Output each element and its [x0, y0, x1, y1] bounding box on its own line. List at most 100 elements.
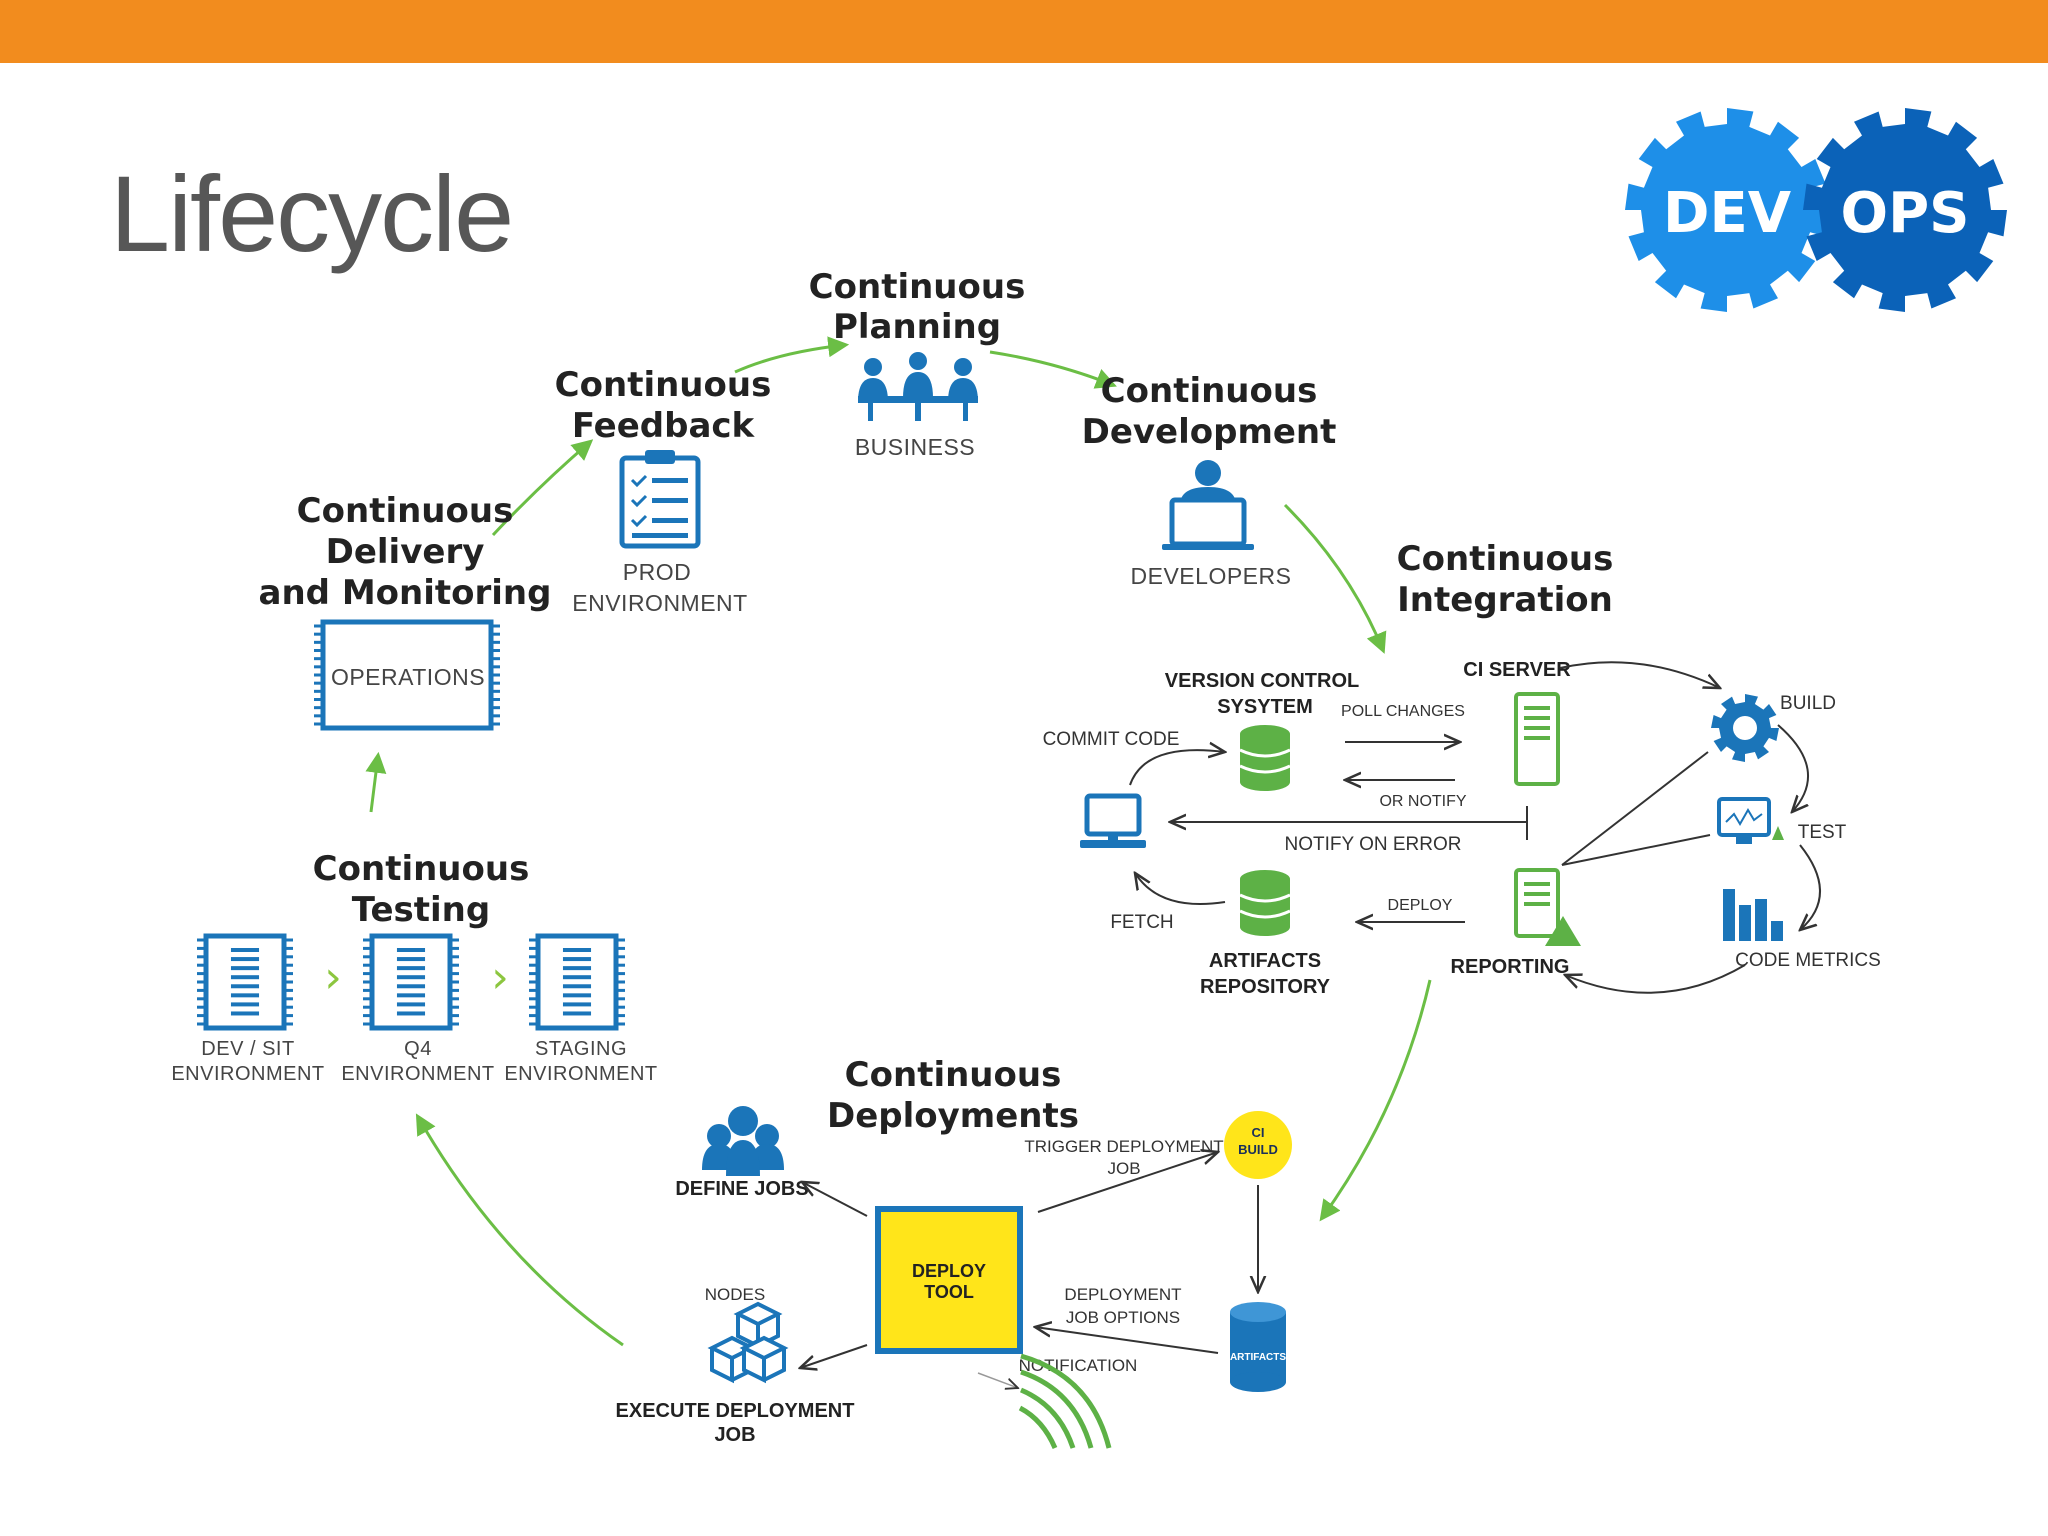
arrow-build-to-test — [1777, 724, 1809, 812]
stage-delivery: Continuous Delivery and Monitoring OPERA… — [259, 491, 552, 731]
deploy-tool-label-1: DEPLOY — [912, 1261, 986, 1281]
arrow-metrics-to-reporting — [1565, 964, 1746, 994]
deploy-tool-box: DEPLOY TOOL — [875, 1206, 1023, 1354]
trigger-deployment-label-2: JOB — [1107, 1159, 1140, 1178]
ci-build-label-2: BUILD — [1238, 1142, 1278, 1157]
code-metrics-bar-icon — [1723, 889, 1783, 941]
stage-development: Continuous Development DEVELOPERS — [1082, 371, 1337, 589]
deployment-arrows — [800, 1152, 1258, 1388]
stage-feedback: Continuous Feedback PROD ENVIRONMENT — [555, 365, 772, 616]
cycle-arrows — [365, 336, 1432, 1347]
testing-title-1: Continuous — [313, 849, 530, 889]
logo-dev-text: DEV — [1663, 181, 1792, 246]
job-options-label-2: JOB OPTIONS — [1066, 1308, 1180, 1327]
artifacts-label-2: REPOSITORY — [1200, 976, 1331, 998]
nodes-cubes-icon — [707, 1301, 789, 1384]
arrow-trigger-deployment — [1037, 1152, 1218, 1213]
define-jobs-people-icon — [702, 1106, 784, 1176]
environment-chip-icon — [363, 933, 459, 1031]
development-title-1: Continuous — [1101, 371, 1318, 411]
deploy-tool-label-2: TOOL — [924, 1282, 974, 1302]
artifacts-cylinder-label: ARTIFACTS — [1230, 1352, 1286, 1363]
env-q4-line1: Q4 — [404, 1038, 432, 1060]
business-meeting-icon — [858, 352, 978, 421]
or-notify-label: OR NOTIFY — [1379, 793, 1466, 810]
code-metrics-label: CODE METRICS — [1735, 950, 1881, 971]
developer-computer-icon — [1080, 793, 1146, 848]
stage-deployments: Continuous Deployments DEFINE JOBS DEPLO… — [616, 1055, 1292, 1450]
arrow-testing-to-delivery — [365, 751, 387, 813]
feedback-title-2: Feedback — [572, 406, 756, 446]
integration-title-1: Continuous — [1397, 539, 1614, 579]
arrow-to-define-jobs — [802, 1182, 868, 1217]
logo-ops-text: OPS — [1841, 181, 1970, 246]
delivery-title-2: Delivery — [326, 532, 485, 572]
deployments-title-2: Deployments — [827, 1096, 1079, 1136]
arrow-job-options — [1035, 1327, 1219, 1354]
arrow-development-to-integration — [1283, 503, 1387, 654]
artifacts-label-1: ARTIFACTS — [1209, 950, 1321, 972]
arrow-fetch — [1135, 873, 1226, 906]
ci-build-badge: CI BUILD — [1224, 1111, 1292, 1179]
version-control-label-1: VERSION CONTROL — [1165, 670, 1359, 692]
version-control-database-icon — [1239, 725, 1291, 791]
delivery-title-3: and Monitoring — [259, 573, 552, 613]
page-title: Lifecycle — [110, 153, 514, 274]
env-q4-line2: ENVIRONMENT — [341, 1063, 494, 1085]
ops-gear-icon — [1803, 108, 2007, 312]
artifacts-repository-database-icon — [1239, 870, 1291, 936]
notification-wave-icon — [1018, 1353, 1112, 1450]
operations-chip-icon — [314, 619, 500, 731]
arrow-feedback-to-planning — [734, 336, 850, 374]
delivery-title-1: Continuous — [297, 491, 514, 531]
env-staging-line1: STAGING — [535, 1038, 627, 1060]
arrow-deployments-to-testing — [415, 1113, 624, 1347]
feedback-title-1: Continuous — [555, 365, 772, 405]
ci-server-icon — [1514, 692, 1560, 786]
development-title-2: Development — [1082, 412, 1337, 452]
arrow-test-to-metrics — [1800, 844, 1821, 930]
arrow-to-execute-job — [800, 1344, 868, 1368]
notify-on-error-label: NOTIFY ON ERROR — [1285, 834, 1462, 855]
testing-environment-chips — [197, 933, 625, 1031]
trigger-deployment-label-1: TRIGGER DEPLOYMENT — [1024, 1137, 1223, 1156]
version-control-label-2: SYSYTEM — [1217, 696, 1313, 718]
planning-caption: BUSINESS — [855, 434, 975, 460]
reporting-icon — [1514, 868, 1581, 946]
env-dev-sit-line2: ENVIRONMENT — [171, 1063, 324, 1085]
test-label: TEST — [1798, 822, 1847, 843]
arrow-commit-code — [1129, 750, 1225, 786]
dev-gear-icon — [1625, 108, 1829, 312]
build-label: BUILD — [1780, 693, 1836, 714]
environment-chip-icon — [529, 933, 625, 1031]
poll-changes-label: POLL CHANGES — [1341, 703, 1465, 720]
test-monitor-icon — [1717, 797, 1784, 844]
line-reporting-test — [1561, 834, 1711, 866]
artifacts-cylinder-icon: ARTIFACTS — [1230, 1302, 1286, 1392]
planning-title-2: Planning — [833, 307, 1001, 347]
job-options-label-1: DEPLOYMENT — [1064, 1285, 1181, 1304]
arrow-ci-to-build — [1559, 661, 1720, 688]
execute-deployment-label-1: EXECUTE DEPLOYMENT — [616, 1400, 855, 1422]
integration-arrows — [1129, 661, 1821, 994]
development-caption: DEVELOPERS — [1131, 563, 1292, 589]
reporting-label: REPORTING — [1451, 956, 1570, 978]
arrow-integration-to-deployments — [1319, 979, 1432, 1222]
planning-title-1: Continuous — [809, 267, 1026, 307]
line-reporting-build — [1561, 751, 1709, 866]
stage-testing: Continuous Testing › › DEV / SIT ENVIRON… — [171, 849, 657, 1085]
testing-title-2: Testing — [352, 890, 490, 930]
arrow-planning-to-development — [989, 350, 1117, 389]
chevron-right-icon: › — [324, 952, 342, 1003]
build-gear-icon — [1711, 694, 1779, 762]
operations-label: OPERATIONS — [331, 664, 485, 690]
stage-planning: Continuous Planning BUSINESS — [809, 267, 1026, 460]
env-staging-line2: ENVIRONMENT — [504, 1063, 657, 1085]
chevron-right-icon: › — [491, 952, 509, 1003]
integration-title-2: Integration — [1397, 580, 1613, 620]
devops-logo: DEV OPS — [1625, 108, 2007, 312]
clipboard-checklist-icon — [619, 450, 701, 549]
top-accent-bar — [0, 0, 2048, 63]
notification-label: NOTIFICATION — [1019, 1356, 1138, 1375]
